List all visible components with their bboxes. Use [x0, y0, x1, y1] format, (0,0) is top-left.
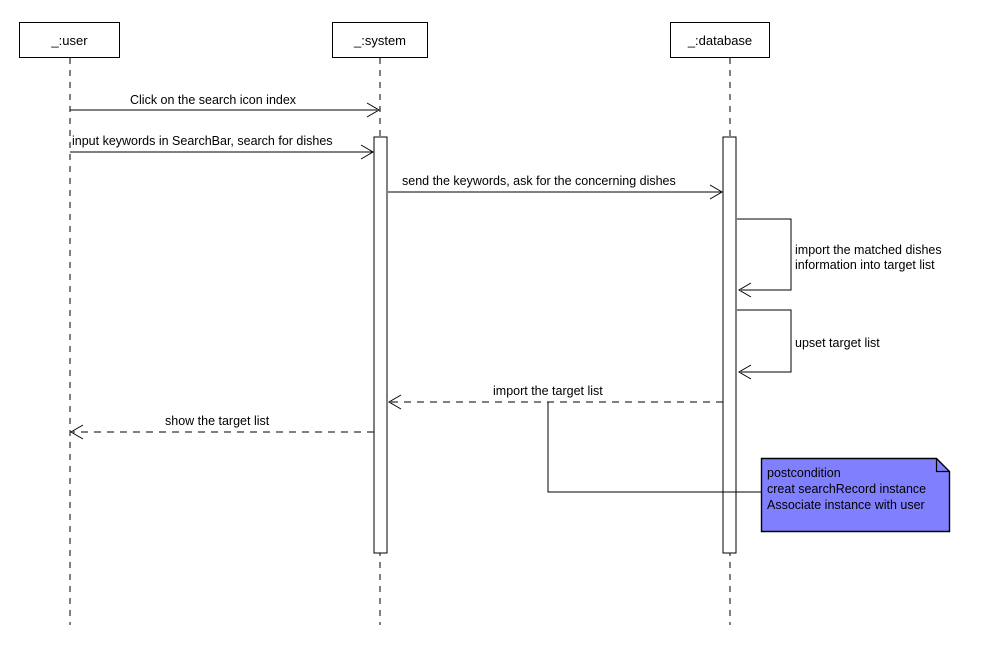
self-message-upset-target-list — [737, 309, 792, 380]
activation-bar-database — [722, 136, 737, 554]
participant-label-database: _:database — [687, 32, 753, 48]
note-shape-postcondition — [760, 457, 951, 533]
note-line-3: Associate instance with user — [767, 498, 925, 512]
message-arrow-click-search-icon — [70, 102, 380, 118]
participant-label-system: _:system — [353, 32, 406, 48]
message-arrow-input-keywords — [70, 144, 374, 160]
message-label-click-search-icon: Click on the search icon index — [130, 93, 297, 107]
self-message-label-import-matched-dishes: import the matched dishes information in… — [795, 243, 942, 273]
note-fold-path — [935, 458, 950, 473]
self-message-label-upset-target-list: upset target list — [795, 336, 880, 351]
message-label-import-target-list: import the target list — [493, 384, 603, 398]
message-arrow-show-target-list — [70, 424, 374, 440]
self-message-import-matched-dishes — [737, 218, 792, 298]
message-label-input-keywords: input keywords in SearchBar, search for … — [72, 134, 333, 148]
participant-label-user: _:user — [51, 32, 88, 48]
note-postcondition[interactable]: postcondition creat searchRecord instanc… — [761, 458, 949, 532]
participant-box-system[interactable]: _:system — [332, 22, 428, 58]
message-arrow-import-target-list — [388, 394, 723, 410]
activation-bars-group — [373, 136, 737, 554]
self-message-line-1: upset target list — [795, 336, 880, 350]
note-line-1: postcondition — [767, 466, 841, 480]
note-connector-line — [547, 402, 761, 493]
participant-box-database[interactable]: _:database — [670, 22, 770, 58]
activation-bar-system — [373, 136, 388, 554]
participant-box-user[interactable]: _:user — [19, 22, 120, 58]
self-message-line-2: information into target list — [795, 258, 935, 272]
note-body-path — [760, 457, 951, 533]
message-arrow-send-keywords — [388, 184, 723, 200]
message-label-show-target-list: show the target list — [165, 414, 270, 428]
message-label-send-keywords: send the keywords, ask for the concernin… — [402, 174, 676, 188]
self-message-line-1: import the matched dishes — [795, 243, 942, 257]
note-line-2: creat searchRecord instance — [767, 482, 927, 496]
